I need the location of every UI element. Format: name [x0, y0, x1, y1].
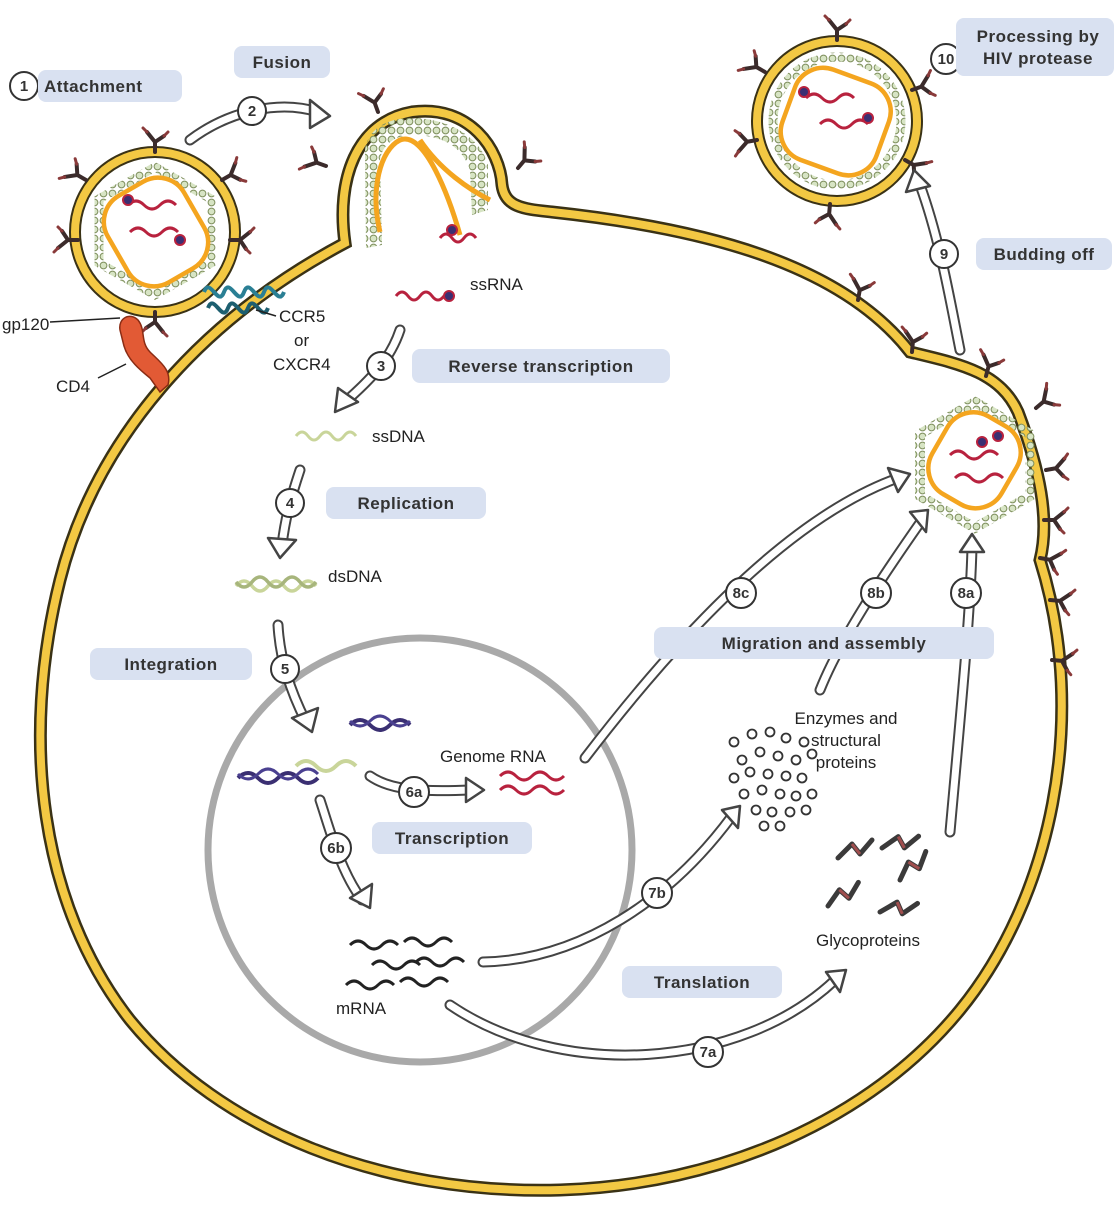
enzyme-protein-dots: [728, 726, 818, 832]
step-4-badge: 4: [275, 488, 305, 518]
step-3-badge: 3: [366, 351, 396, 381]
integration-label: Integration: [124, 655, 217, 674]
cd4-label: CD4: [56, 377, 90, 396]
mrna-molecules: [344, 936, 466, 991]
free-glycoproteins: [825, 830, 932, 921]
attachment-label: Attachment: [44, 77, 143, 96]
svg-text:8c: 8c: [733, 585, 750, 602]
cxcr4-label: CXCR4: [273, 355, 331, 374]
processing-label-line2: HIV protease: [983, 49, 1093, 68]
genome-rna-molecule: [498, 770, 566, 796]
svg-text:6a: 6a: [406, 784, 423, 801]
step-7a-badge: 7a: [692, 1036, 724, 1068]
integrated-dna: [236, 714, 412, 785]
enzymes-label-line3: proteins: [816, 753, 876, 772]
ssdna-molecule: [294, 430, 358, 442]
enzyme-dot: [736, 754, 748, 766]
migration-assembly-label: Migration and assembly: [722, 634, 927, 653]
step-6a-badge: 6a: [398, 776, 430, 808]
enzyme-dot: [796, 772, 808, 784]
enzyme-dot: [784, 806, 796, 818]
step-7b-badge: 7b: [641, 877, 673, 909]
svg-text:7a: 7a: [700, 1044, 717, 1061]
step-2-badge: 2: [237, 96, 267, 126]
genome-rna-label: Genome RNA: [440, 747, 546, 766]
enzyme-dot: [728, 736, 740, 748]
svg-text:9: 9: [940, 246, 948, 263]
process-arrows: [184, 98, 986, 1061]
enzyme-dot: [800, 804, 812, 816]
step-8b-badge: 8b: [860, 577, 892, 609]
enzyme-dot: [772, 750, 784, 762]
svg-text:10: 10: [938, 51, 955, 68]
step-9-badge: 9: [929, 239, 959, 269]
enzymes-label-line1: Enzymes and: [795, 709, 898, 728]
ccr5-label: CCR5: [279, 307, 325, 326]
step-6b-badge: 6b: [320, 832, 352, 864]
budding-virion: [915, 396, 1035, 534]
enzyme-dot: [758, 820, 770, 832]
enzyme-dot: [754, 746, 766, 758]
enzyme-dot: [728, 772, 740, 784]
reverse-transcription-label: Reverse transcription: [448, 357, 633, 376]
replication-label: Replication: [357, 494, 454, 513]
svg-text:1: 1: [20, 78, 28, 95]
step-10-badge: 10: [930, 43, 962, 75]
step-labels: Attachment Fusion Reverse transcription …: [38, 18, 1114, 998]
step-8c-badge: 8c: [725, 577, 757, 609]
enzyme-dot: [756, 784, 768, 796]
enzyme-dot: [806, 788, 818, 800]
enzyme-dot: [766, 806, 778, 818]
enzyme-dot: [774, 788, 786, 800]
enzyme-dot: [774, 820, 786, 832]
svg-text:8b: 8b: [867, 585, 885, 602]
ccr5-or-label: or: [294, 331, 309, 350]
enzyme-dot: [762, 768, 774, 780]
enzyme-dot: [744, 766, 756, 778]
cd4-receptor: [119, 315, 170, 394]
enzyme-dot: [764, 726, 776, 738]
dsdna-label: dsDNA: [328, 567, 383, 586]
mrna-label: mRNA: [336, 999, 387, 1018]
svg-text:7b: 7b: [648, 885, 666, 902]
dsdna-molecule: [234, 575, 318, 593]
ccr5-coreceptor: [202, 285, 286, 315]
attaching-virion: [52, 126, 256, 338]
enzyme-dot: [798, 736, 810, 748]
svg-text:4: 4: [286, 495, 295, 512]
svg-text:8a: 8a: [958, 585, 975, 602]
svg-text:5: 5: [281, 661, 289, 678]
fusion-label: Fusion: [253, 53, 312, 72]
enzyme-dot: [806, 748, 818, 760]
nucleus: [204, 634, 636, 1066]
enzyme-dot: [790, 790, 802, 802]
enzyme-dot: [746, 728, 758, 740]
svg-text:6b: 6b: [327, 840, 345, 857]
step-1-badge: 1: [9, 71, 39, 101]
processing-label-line1: Processing by: [977, 27, 1100, 46]
molecule-labels: gp120 CD4 CCR5 or CXCR4 ssRNA ssDNA dsDN…: [2, 275, 920, 1018]
svg-text:2: 2: [248, 103, 256, 120]
enzymes-label-line2: structural: [811, 731, 881, 750]
step-8a-badge: 8a: [950, 577, 982, 609]
ssrna-molecules: [394, 224, 478, 302]
glycoproteins-label: Glycoproteins: [816, 931, 920, 950]
budding-off-label: Budding off: [994, 245, 1095, 264]
mature-virion: [729, 14, 941, 231]
enzyme-dot: [738, 788, 750, 800]
enzyme-dot: [750, 804, 762, 816]
host-cell-membrane: [33, 104, 1069, 1197]
enzyme-dot: [780, 732, 792, 744]
ssdna-label: ssDNA: [372, 427, 426, 446]
fusing-virus-capsid: [365, 118, 492, 248]
translation-label: Translation: [654, 973, 750, 992]
enzyme-dot: [790, 754, 802, 766]
transcription-label: Transcription: [395, 829, 509, 848]
svg-text:3: 3: [377, 358, 385, 375]
ssrna-label: ssRNA: [470, 275, 524, 294]
enzyme-dot: [780, 770, 792, 782]
gp120-label: gp120: [2, 315, 49, 334]
step-5-badge: 5: [270, 654, 300, 684]
